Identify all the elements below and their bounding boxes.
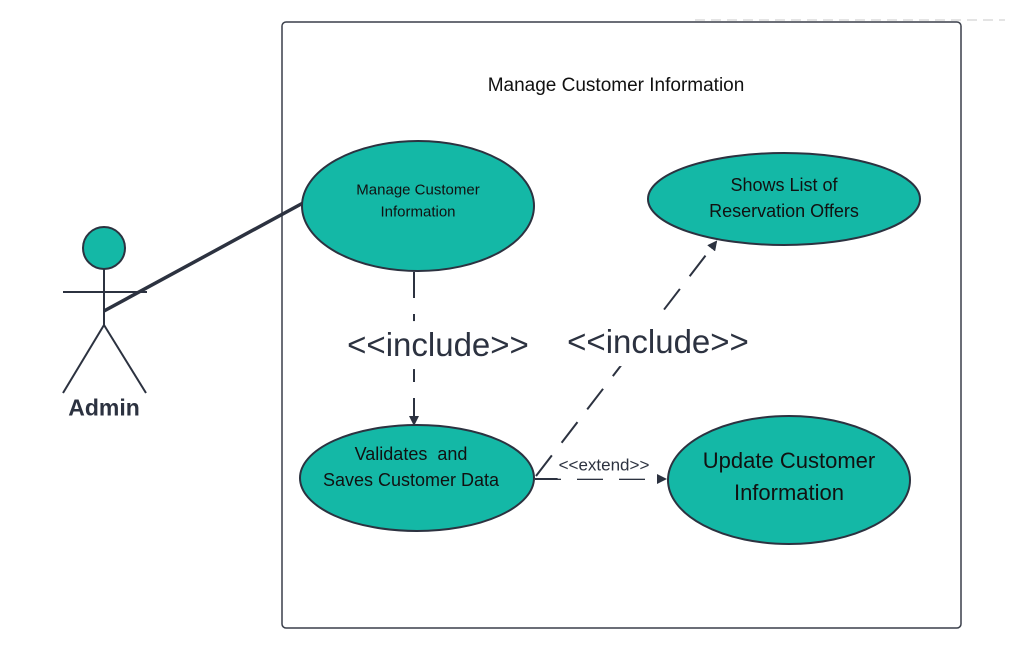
system-title: Manage Customer Information (487, 75, 745, 97)
use-case-update-label: Update Customer Information (703, 445, 875, 509)
use-case-shows-list-label: Shows List of Reservation Offers (709, 172, 859, 224)
use-case-validates-line2: Saves Customer Data (322, 470, 500, 490)
use-case-update-line1: Update Customer (702, 448, 876, 474)
use-case-validates-label: Validates and Saves Customer Data (323, 441, 499, 493)
use-case-validates-line1: Validates and (354, 443, 468, 464)
use-case-update-line2: Information (733, 480, 845, 505)
use-case-manage-line1: Manage Customer (356, 181, 480, 199)
actor-right-leg (103, 324, 147, 394)
use-case-shows-list-ellipse (647, 152, 921, 246)
use-case-manage-line2: Information (380, 203, 456, 220)
use-case-shows-list-line1: Shows List of (730, 174, 838, 195)
admin-actor-figure (62, 226, 147, 394)
system-boundary (281, 21, 962, 629)
extend-label: <<extend>> (557, 453, 651, 479)
use-case-manage-label: Manage Customer Information (356, 179, 479, 223)
include-1-label: <<include>> (345, 321, 531, 369)
include-2-label: <<include>> (565, 318, 751, 366)
actor-name: Admin (68, 394, 140, 421)
actor-left-leg (62, 324, 105, 394)
use-case-shows-list-line2: Reservation Offers (709, 201, 859, 221)
use-case-update-ellipse (667, 415, 911, 545)
actor-head (82, 226, 126, 270)
use-case-manage-ellipse (301, 140, 535, 272)
association-line (103, 201, 304, 313)
use-case-validates-ellipse (299, 424, 535, 532)
